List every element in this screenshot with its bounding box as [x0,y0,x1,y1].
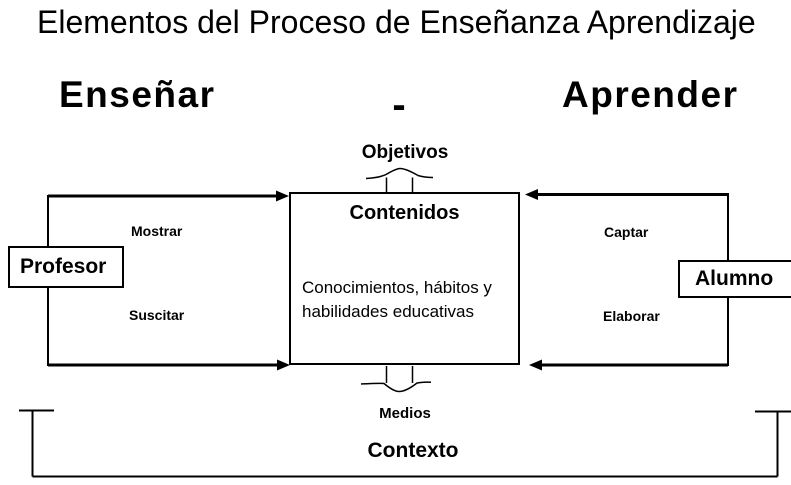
ensenar-heading: Enseñar [59,74,216,115]
action-label-captar: Captar [604,224,649,240]
alumno-label: Alumno [695,267,774,290]
objetivos-up-arrow-icon [365,167,434,193]
action-label-elaborar: Elaborar [603,308,660,324]
page-title: Elementos del Proceso de Enseñanza Apren… [37,4,756,40]
contenidos-title: Contenidos [349,202,460,224]
medios-label: Medios [379,405,431,422]
student-bottom-arrow [529,359,728,371]
contenidos-body: Conocimientos, hábitos y habilidades edu… [302,276,492,324]
action-label-mostrar: Mostrar [131,223,183,239]
student-top-arrow [525,189,728,200]
objetivos-label: Objetivos [361,142,449,163]
medios-down-arrow-icon [360,366,432,393]
profesor-label: Profesor [20,255,107,278]
teacher-top-arrow [48,190,289,202]
contexto-label: Contexto [367,439,459,462]
contenidos-body-line2: habilidades educativas [302,302,475,321]
contexto-bracket [19,409,791,478]
aprender-heading: Aprender [562,74,739,115]
contenidos-body-line1: Conocimientos, hábitos y [302,278,492,297]
separator-dash: - [392,83,406,127]
contenidos-box: Contenidos Conocimientos, hábitos y habi… [289,192,520,365]
profesor-box: Profesor [8,246,124,288]
teacher-bottom-arrow [48,359,290,371]
action-label-suscitar: Suscitar [129,307,185,323]
alumno-box: Alumno [678,260,791,298]
